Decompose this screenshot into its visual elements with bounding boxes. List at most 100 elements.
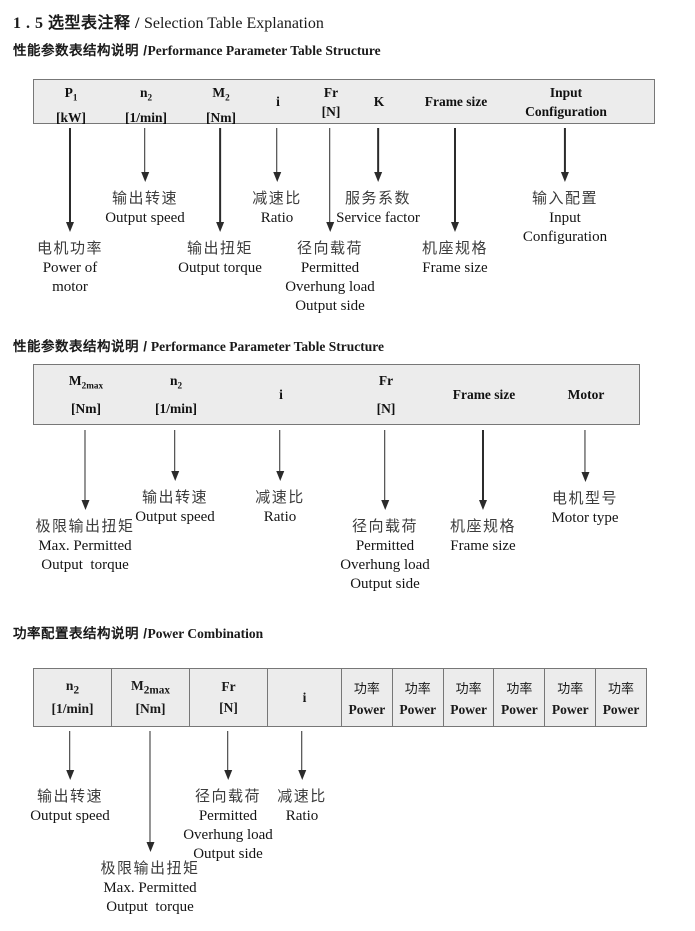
callout-label: 机座规格 [449,518,517,535]
callout-label: Frame size [422,260,488,276]
section1-heading-zh: 性能参数表结构说明 / [13,43,148,58]
column-header-motor: Motor [567,386,605,402]
column-header-frame-size: Frame size [424,93,488,109]
callout-frame-size: 机座规格 Frame size [422,128,488,278]
callout-label: 输出转速 [141,489,209,506]
page-title-en: Selection Table Explanation [139,15,324,32]
callout-label: 减速比 [277,788,327,805]
callout-label: 输出转速 [111,190,179,207]
section3-heading-en: Power Combination [147,626,264,641]
callout-label: Output speed [105,210,185,226]
section3-heading: 功率配置表结构说明 /Power Combination [13,622,263,642]
callout-input-configuration: 输入配置 Input Configuration [523,128,607,247]
column-header-n2: n2 [1/min] [34,669,112,726]
callout-label: Overhung load [183,827,273,843]
callout-power-of-motor: 电机功率 Power of motor [37,128,103,297]
callout-output-speed: 输出转速 Output speed [30,731,110,826]
callout-label: Service factor [336,210,420,226]
arrow-down-icon [561,128,569,182]
callout-label: 机座规格 [421,240,489,257]
arrow-down-icon [381,430,389,510]
arrow-down-icon [65,128,74,232]
callout-ratio: 减速比 Ratio [255,430,305,527]
column-header-i: i [268,669,342,726]
column-header-power: 功率 Power [602,680,640,717]
column-header-power: 功率 Power [545,669,597,726]
column-header-k: K [373,93,385,109]
callout-output-speed: 输出转速 Output speed [135,430,215,527]
column-header-input-configuration: Input Configuration [525,85,607,119]
callout-max-output-torque: 极限输出扭矩 Max. Permitted Output torque [100,731,199,917]
column-header-power: 功率 Power [444,669,495,726]
section1-heading-en: Performance Parameter Table Structure [147,43,381,58]
callout-motor-type: 电机型号 Motor type [551,430,619,528]
callout-label: Output side [193,846,263,862]
arrow-down-icon [326,128,334,232]
callout-label: 输入配置 [531,190,598,207]
column-header-fr: Fr [N] [376,373,396,416]
arrow-down-icon [80,430,89,510]
section1-heading: 性能参数表结构说明 /Performance Parameter Table S… [13,39,381,59]
callout-label: Output side [350,576,420,592]
callout-service-factor: 服务系数 Service factor [336,128,420,228]
callout-overhung-load: 径向载荷 Permitted Overhung load Output side [183,731,273,864]
column-header-i: i [279,386,283,402]
callout-label: 电机功率 [36,240,104,257]
callout-max-output-torque: 极限输出扭矩 Max. Permitted Output torque [35,430,134,575]
arrow-down-icon [450,128,459,232]
callout-output-speed: 输出转速 Output speed [105,128,185,228]
callout-overhung-load: 径向载荷 Permitted Overhung load Output side [340,430,430,594]
callout-label: Ratio [285,808,319,824]
arrow-down-icon [478,430,487,510]
callout-label: Overhung load [285,279,375,295]
callout-label: motor [52,279,88,295]
callout-label: Configuration [522,229,608,245]
callout-label: Ratio [260,210,294,226]
callout-label: Permitted [300,260,360,276]
column-header-fr: Fr [N] [190,669,268,726]
callout-ratio: 减速比 Ratio [252,128,302,228]
power-combination-table: n2 [1/min] M2max [Nm] Fr [N] i 功率 Power … [33,668,647,727]
callout-label: Overhung load [340,557,430,573]
callout-label: Output torque [41,557,129,573]
callout-label: Permitted [355,538,415,554]
section2-heading-zh: 性能参数表结构说明 / [13,339,148,354]
callout-label: Permitted [198,808,258,824]
callout-label: Output speed [135,509,215,525]
callout-label: Max. Permitted [38,538,132,554]
callout-label: Max. Permitted [103,880,197,896]
arrow-down-icon [140,128,149,182]
callout-output-torque: 输出扭矩 Output torque [178,128,262,278]
page-title: 1 . 5 选型表注释 / Selection Table Explanatio… [13,9,324,33]
page-title-zh: 1 . 5 选型表注释 / [13,15,140,32]
callout-label: 径向载荷 [351,518,418,535]
callout-label: Output speed [30,808,110,824]
section2-heading-en: Performance Parameter Table Structure [147,339,384,354]
arrow-down-icon [272,128,281,182]
callout-label: 减速比 [255,489,305,506]
callout-label: Frame size [450,538,516,554]
callout-label: 服务系数 [344,190,412,207]
callout-label: 极限输出扭矩 [35,518,135,535]
column-header-i: i [276,93,280,109]
arrow-down-icon [170,430,179,481]
callout-label: Ratio [263,509,297,525]
column-header-frame-size: Frame size [452,386,516,402]
arrow-down-icon [373,128,382,182]
callout-label: Input [549,210,581,226]
callout-overhung-load: 径向载荷 Permitted Overhung load Output side [285,128,375,316]
callout-ratio: 减速比 Ratio [277,731,327,826]
column-header-power: 功率 Power [494,669,546,726]
column-header-m2max: M2max [Nm] [68,373,104,416]
callout-label: Output side [295,298,365,314]
performance-parameter-table-2: M2max [Nm] n2 [1/min] i Fr [N] Frame siz… [33,364,640,425]
column-header-fr: Fr [N] [321,85,341,119]
column-header-m2max: M2max [Nm] [112,669,190,726]
callout-label: 电机型号 [551,490,619,507]
column-header-n2: n2 [1/min] [125,85,167,125]
callout-frame-size: 机座规格 Frame size [450,430,516,556]
arrow-down-icon [297,731,306,780]
column-header-n2: n2 [1/min] [155,373,197,416]
callout-label: Motor type [551,510,619,526]
